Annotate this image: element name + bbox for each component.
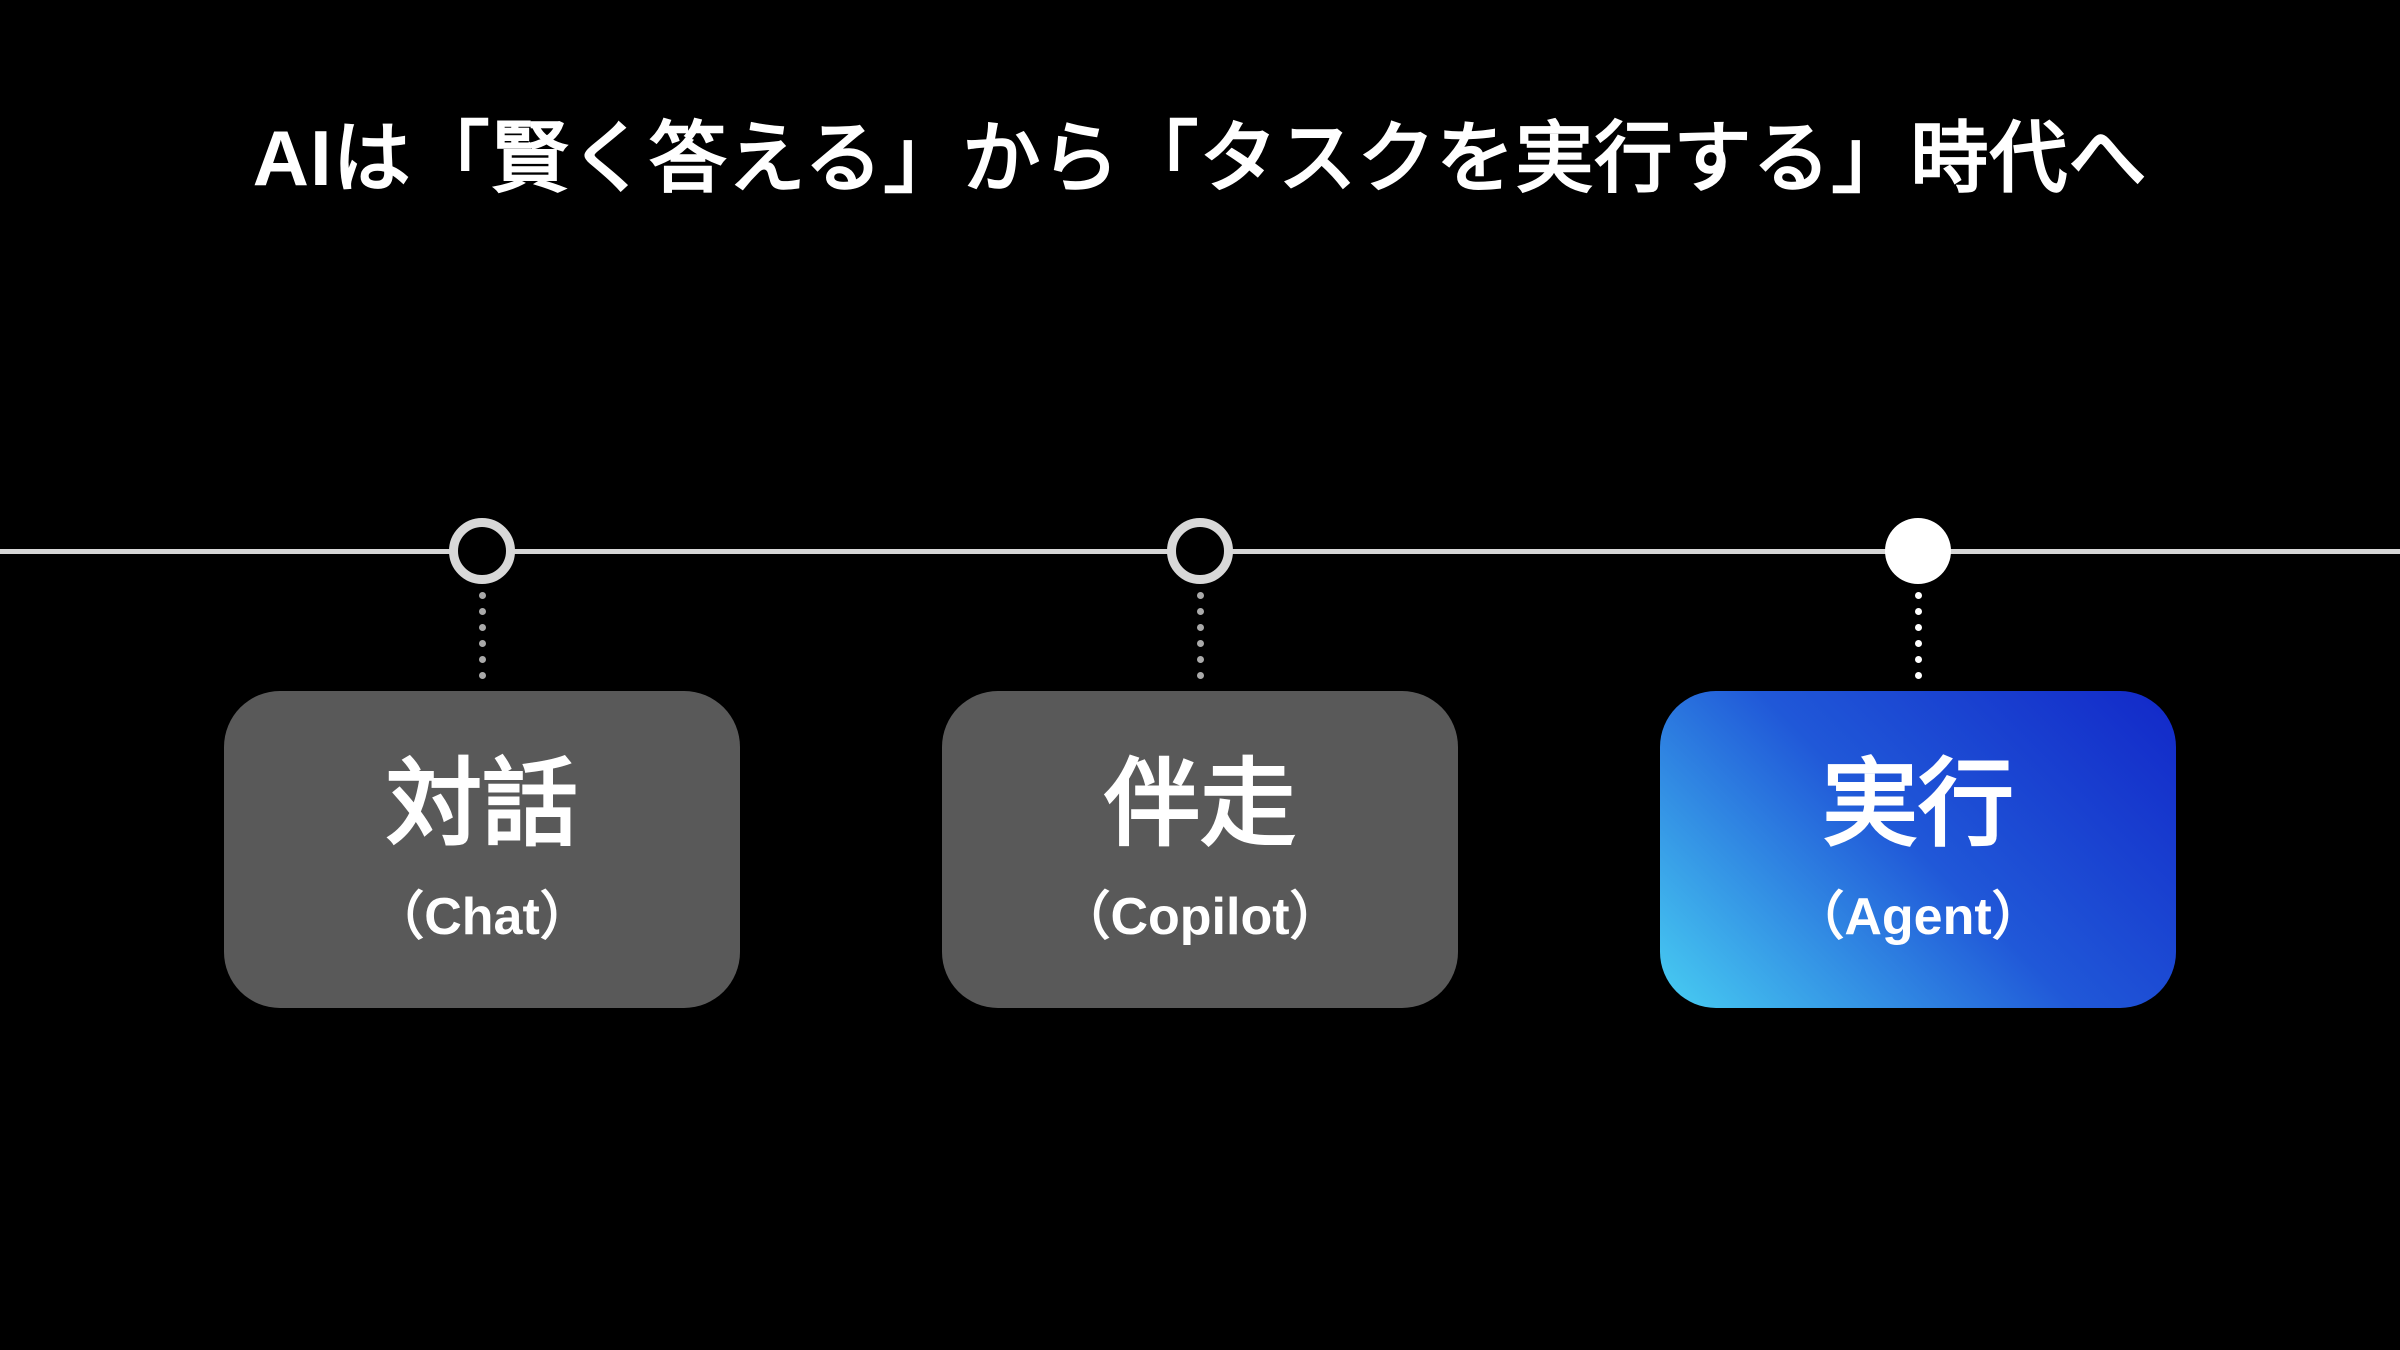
connector-dot	[1914, 672, 1922, 679]
stage-label-copilot: 伴走	[1104, 750, 1296, 858]
connector-dot	[1914, 656, 1922, 663]
connector-dot	[1914, 592, 1922, 599]
timeline-stage-chat: 対話 （Chat）	[224, 518, 740, 1008]
connector-dot	[478, 672, 486, 679]
connector-dot	[478, 656, 486, 663]
connector-dot	[478, 592, 486, 599]
timeline-stage-agent: 実行 （Agent）	[1660, 518, 2176, 1008]
connector-dot	[1196, 656, 1204, 663]
stage-label-chat: 対話	[386, 750, 578, 858]
stage-sublabel-agent: （Agent）	[1792, 887, 2044, 946]
connector-dot	[1196, 672, 1204, 679]
timeline-stage-copilot: 伴走 （Copilot）	[942, 518, 1458, 1008]
connector-dots-copilot	[1196, 592, 1204, 679]
connector-dot	[1914, 608, 1922, 615]
connector-dot	[478, 608, 486, 615]
stage-label-agent: 実行	[1822, 750, 2014, 858]
timeline-node-copilot	[1167, 518, 1233, 584]
connector-dot	[1914, 624, 1922, 631]
connector-dot	[1196, 608, 1204, 615]
stage-card-chat: 対話 （Chat）	[224, 691, 740, 1008]
connector-dot	[1196, 640, 1204, 647]
stage-card-copilot: 伴走 （Copilot）	[942, 691, 1458, 1008]
timeline-node-agent	[1885, 518, 1951, 584]
slide-title: AIは「賢く答える」から「タスクを実行する」時代へ	[252, 114, 2148, 202]
stage-sublabel-copilot: （Copilot）	[1058, 887, 1342, 946]
connector-dot	[1196, 624, 1204, 631]
connector-dot	[478, 640, 486, 647]
connector-dot	[478, 624, 486, 631]
connector-dots-agent	[1914, 592, 1922, 679]
timeline-node-chat	[449, 518, 515, 584]
connector-dot	[1914, 640, 1922, 647]
stage-card-agent: 実行 （Agent）	[1660, 691, 2176, 1008]
stage-sublabel-chat: （Chat）	[372, 887, 592, 946]
connector-dots-chat	[478, 592, 486, 679]
connector-dot	[1196, 592, 1204, 599]
